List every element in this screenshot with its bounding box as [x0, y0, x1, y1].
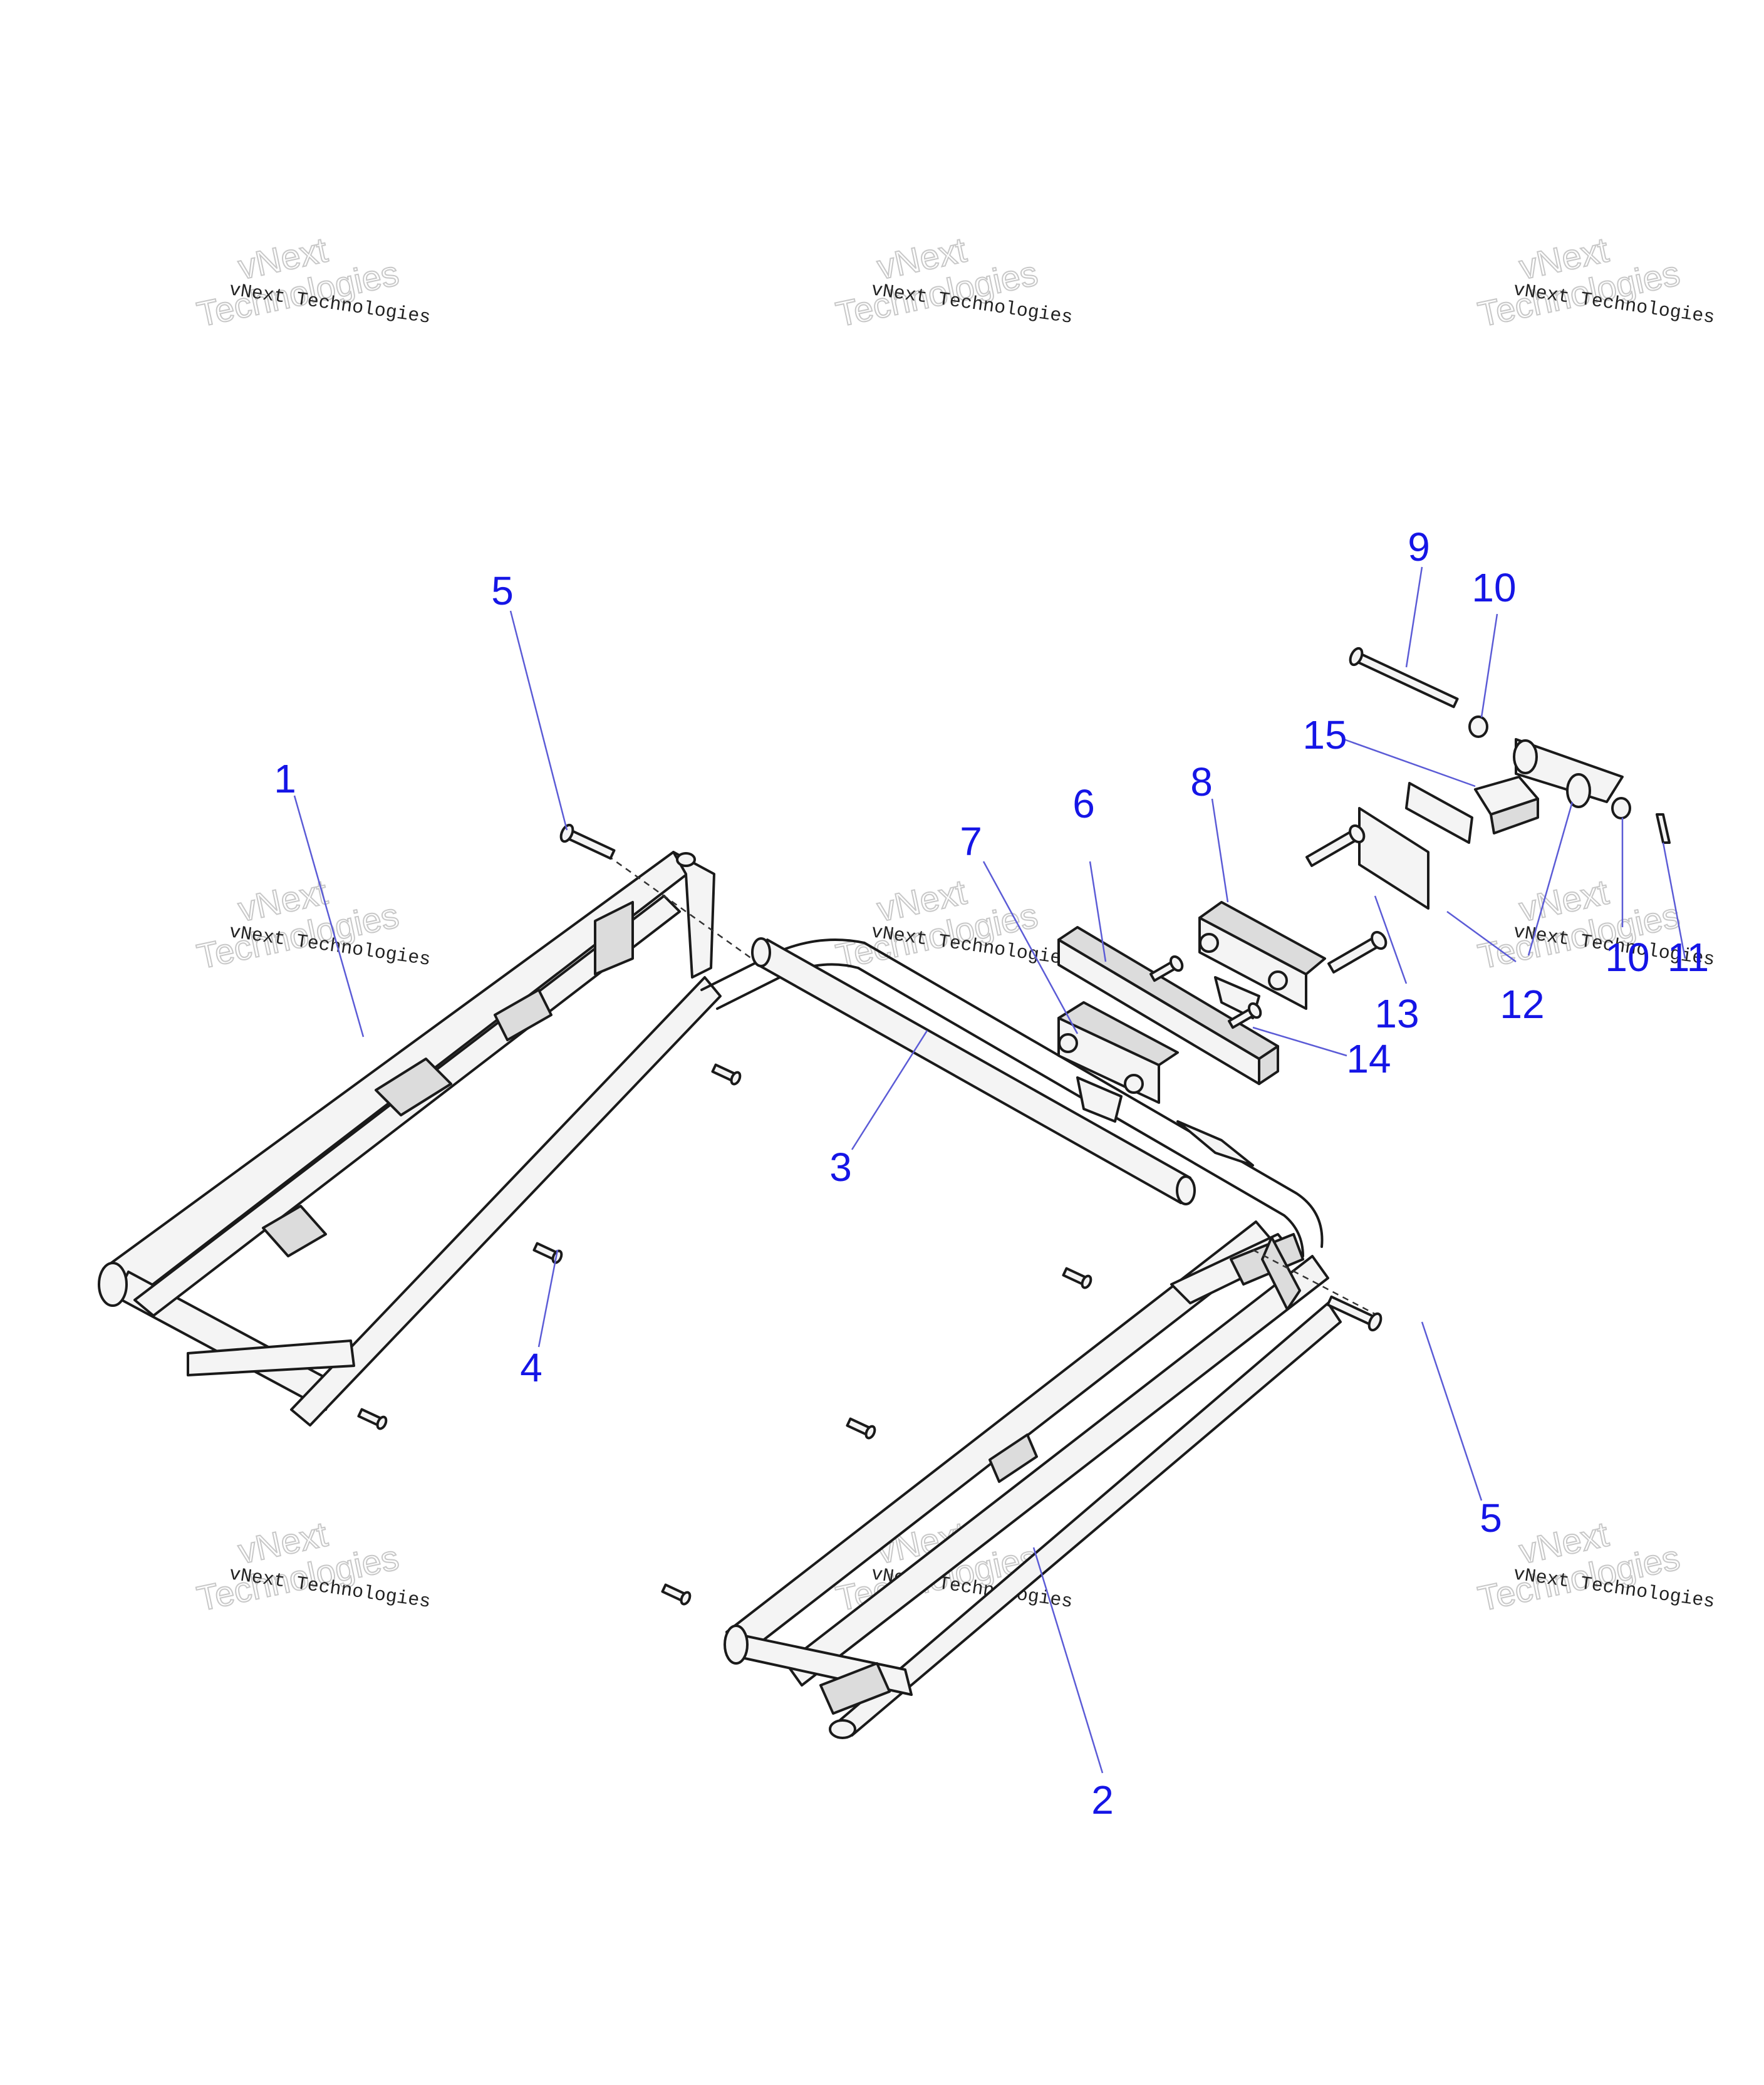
callout-10-bottom: 10	[1605, 935, 1649, 980]
part-6-square-bar	[1057, 926, 1279, 1085]
part-11-cotter-pin	[1656, 813, 1671, 844]
part-2-right-rack-frame	[724, 1220, 1342, 1739]
callout-14: 14	[1346, 1036, 1391, 1081]
callout-6: 6	[1072, 781, 1095, 826]
leader-lines	[293, 566, 1686, 1774]
callout-15: 15	[1302, 712, 1347, 757]
part-14-short-bolts	[1149, 955, 1262, 1029]
callout-4: 4	[520, 1345, 542, 1390]
part-4-bolts	[357, 1063, 1092, 1606]
callout-2: 2	[1091, 1777, 1114, 1822]
callout-9: 9	[1408, 524, 1430, 569]
part-7-bracket	[1057, 1001, 1179, 1123]
callout-1: 1	[274, 756, 296, 801]
callout-8: 8	[1190, 759, 1213, 804]
part-13-bolts	[1305, 824, 1388, 974]
callout-5-top: 5	[491, 568, 514, 613]
part-3-crossbar	[700, 937, 1324, 1257]
part-9-long-pin	[1349, 647, 1459, 709]
part-1-left-rack-frame	[98, 851, 722, 1427]
callout-13: 13	[1374, 991, 1419, 1036]
callout-10-top: 10	[1471, 565, 1516, 610]
callout-5-bottom: 5	[1480, 1495, 1502, 1541]
callout-3: 3	[829, 1145, 852, 1190]
callout-12: 12	[1500, 982, 1544, 1027]
part-8-bracket	[1198, 901, 1326, 1019]
part-5-long-bolts	[559, 823, 1383, 1332]
part-15-latch-block	[1474, 776, 1539, 835]
part-12-latch-assembly	[1358, 738, 1624, 910]
alignment-dashed-line	[598, 848, 1379, 1317]
part-10-washers	[1468, 715, 1631, 819]
callout-11: 11	[1668, 935, 1709, 980]
callout-labels: 1 2 3 4 5 5 6 7 8 9 10 10 11 12 13 14 15	[274, 524, 1709, 1822]
callout-7: 7	[960, 819, 982, 864]
